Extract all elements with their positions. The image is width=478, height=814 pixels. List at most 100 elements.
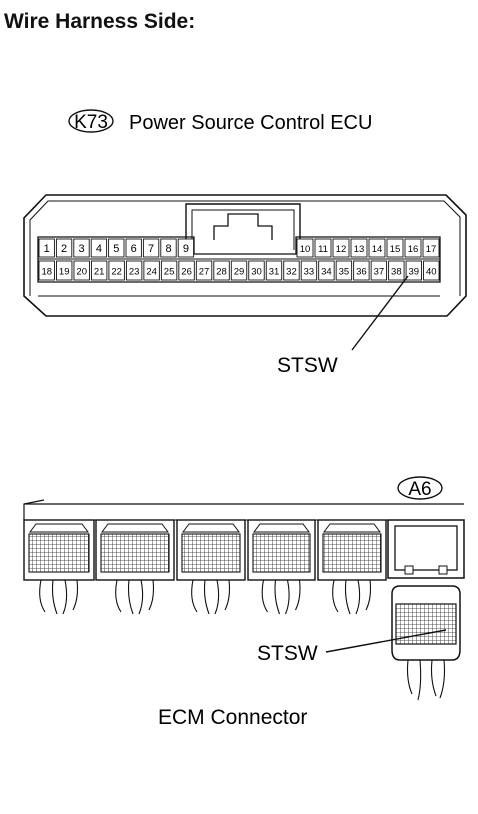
pin-cell: [108, 238, 125, 258]
pin-label: 39: [409, 267, 420, 278]
ecm-connector-label: ECM Connector: [158, 706, 307, 729]
pin-cell: [73, 260, 90, 281]
pin-label: 17: [426, 244, 437, 255]
a6-plug: [391, 585, 461, 701]
pin-cell: [38, 260, 55, 281]
pin-cell: [248, 260, 265, 281]
connector-code-k73: K73: [74, 112, 108, 133]
pin-cell: [90, 238, 108, 258]
pin-label: 9: [183, 243, 189, 255]
stsw-label-ecm: STSW: [257, 642, 318, 665]
pin-cell: [368, 238, 386, 258]
pin-label: 14: [372, 244, 383, 255]
pin-label: 5: [113, 243, 119, 255]
pin-cell: [160, 260, 178, 281]
pin-label: 3: [78, 243, 84, 255]
pin-cell: [332, 238, 350, 258]
pin-cell: [423, 260, 440, 281]
stsw-label-k73: STSW: [277, 354, 338, 377]
pin-cell: [178, 260, 195, 281]
pin-cell: [318, 260, 335, 281]
pin-label: 22: [111, 267, 122, 278]
connector-name-k73: Power Source Control ECU: [129, 112, 372, 134]
pin-label: 20: [76, 267, 87, 278]
ecm-connector: [23, 499, 465, 701]
pin-label: 12: [336, 244, 347, 255]
pin-label: 4: [96, 243, 102, 255]
pin-cell: [38, 238, 55, 258]
pin-cell: [404, 238, 422, 258]
pin-cell: [230, 260, 248, 281]
ecm-block: [176, 519, 246, 615]
pin-label: 34: [321, 267, 332, 278]
pin-label: 11: [318, 244, 328, 255]
pin-cell: [265, 260, 283, 281]
pin-cell: [213, 260, 230, 281]
pin-label: 37: [374, 267, 385, 278]
connector-code-oval: [68, 109, 114, 133]
pin-label: 10: [300, 244, 311, 255]
pin-label: 26: [181, 267, 192, 278]
connector-code-a6: A6: [408, 479, 431, 500]
pin-cell: [370, 260, 388, 281]
pin-label: 31: [269, 267, 280, 278]
pin-cell: [314, 238, 332, 258]
pin-label: 1: [44, 243, 50, 255]
pin-label: 18: [41, 267, 52, 278]
pin-label: 25: [164, 267, 175, 278]
pin-cell: [143, 260, 160, 281]
pin-label: 38: [391, 267, 402, 278]
pin-label: 2: [61, 243, 67, 255]
pin-cell: [142, 238, 160, 258]
pin-cell: [350, 238, 368, 258]
pin-label: 23: [129, 267, 140, 278]
pin-label: 27: [199, 267, 210, 278]
pin-label: 32: [286, 267, 297, 278]
pin-label: 16: [408, 244, 419, 255]
ecm-block: [247, 519, 316, 615]
pin-cell: [108, 260, 125, 281]
pin-label: 28: [216, 267, 227, 278]
pin-cell: [422, 238, 440, 258]
pin-label: 21: [94, 267, 105, 278]
pin-label: 33: [304, 267, 315, 278]
pin-cell: [195, 260, 213, 281]
pin-label: 35: [339, 267, 350, 278]
pin-label: 15: [390, 244, 401, 255]
pin-cell: [386, 238, 404, 258]
pin-cell: [300, 260, 318, 281]
a6-block: [387, 519, 465, 579]
pin-cell: [125, 238, 142, 258]
pin-label: 40: [426, 267, 437, 278]
pin-cell: [283, 260, 300, 281]
pin-cell: [56, 260, 73, 281]
pin-cell: [160, 238, 177, 258]
pin-cell: [353, 260, 370, 281]
pin-cell: [388, 260, 405, 281]
pin-label: 30: [251, 267, 262, 278]
pin-label: 8: [165, 243, 171, 255]
stsw-leader-line-k73: [351, 275, 409, 351]
stsw-leader-line-ecm: [325, 629, 447, 653]
pin-cell: [55, 238, 73, 258]
ecm-block: [317, 519, 387, 615]
pin-label: 19: [59, 267, 70, 278]
pin-label: 7: [148, 243, 154, 255]
pin-cell: [73, 238, 90, 258]
pin-cell: [90, 260, 108, 281]
pin-cell: [335, 260, 353, 281]
ecm-block: [95, 519, 175, 615]
pin-label: 29: [234, 267, 245, 278]
pin-label: 36: [356, 267, 367, 278]
pin-cell: [125, 260, 143, 281]
pin-cell: [177, 238, 195, 258]
pin-cell: [405, 260, 423, 281]
pin-cell: [296, 238, 314, 258]
pin-label: 6: [131, 243, 137, 255]
page-title: Wire Harness Side:: [4, 10, 196, 33]
pin-label: 13: [354, 244, 365, 255]
ecm-block: [23, 519, 95, 615]
pin-label: 24: [146, 267, 157, 278]
